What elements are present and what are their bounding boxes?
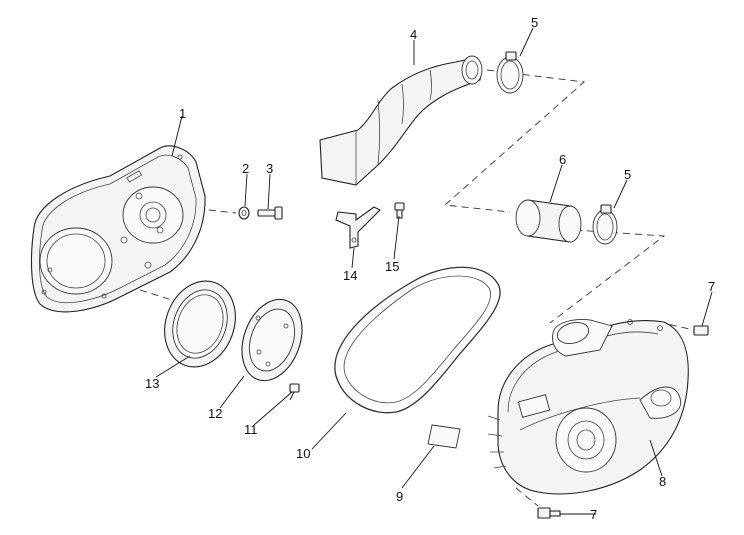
callout-12: 12	[208, 406, 222, 421]
callout-13: 13	[145, 376, 159, 391]
part-5-hose-clamp-lower	[592, 204, 618, 245]
part-6-boot	[515, 199, 582, 243]
part-7-bolt-lower	[537, 507, 561, 519]
part-1-inner-cover	[31, 145, 206, 313]
part-13-seal	[164, 280, 236, 368]
callout-8: 8	[659, 474, 666, 489]
callout-15: 15	[385, 259, 399, 274]
callout-2: 2	[242, 161, 249, 176]
callout-7-lower: 7	[590, 507, 597, 522]
callout-6: 6	[559, 152, 566, 167]
part-10-drive-belt	[334, 266, 501, 414]
callout-9: 9	[396, 489, 403, 504]
callout-3: 3	[266, 161, 273, 176]
part-7-bolt-upper	[693, 325, 709, 336]
callout-5-upper: 5	[531, 15, 538, 30]
callout-14: 14	[343, 268, 357, 283]
part-3-bolt	[257, 206, 283, 220]
part-12-ring-plate	[241, 298, 303, 382]
callout-labels: 1 2 3 4 5 6 5 7 7 8 9 10 11 12 13 14 15	[145, 15, 715, 522]
callout-10: 10	[296, 446, 310, 461]
part-15-screw	[394, 202, 405, 219]
part-14-bracket	[335, 206, 381, 249]
callout-5-lower: 5	[624, 167, 631, 182]
callout-1: 1	[179, 106, 186, 121]
callout-11: 11	[244, 422, 258, 437]
callout-7-upper: 7	[708, 279, 715, 294]
callout-4: 4	[410, 27, 417, 42]
leader-lines	[155, 27, 713, 515]
part-8-outer-cover	[487, 319, 689, 495]
part-9-decal	[427, 424, 461, 449]
part-2-washer	[238, 206, 250, 220]
part-11-bolt	[289, 383, 300, 401]
part-5-hose-clamp-upper	[496, 51, 524, 94]
part-4-air-duct	[319, 55, 483, 186]
